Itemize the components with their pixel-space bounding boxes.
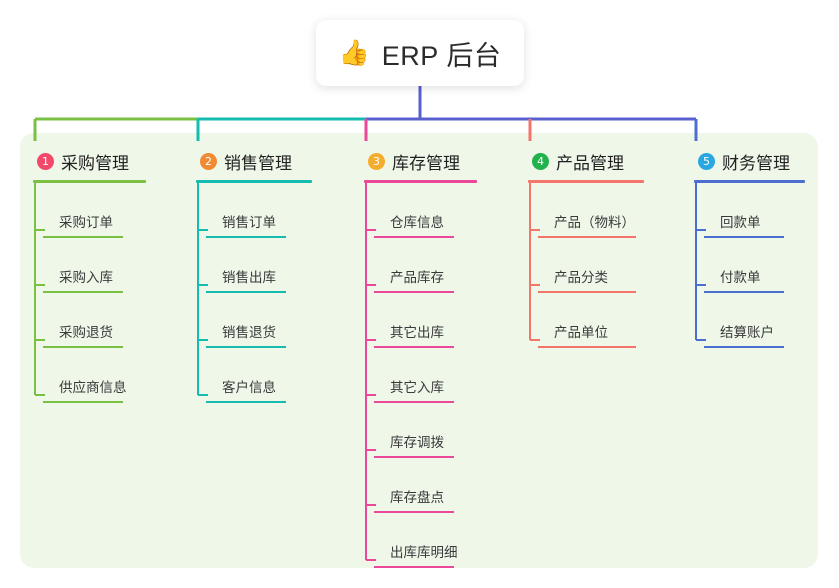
branch-items-3: 仓库信息产品库存其它出库其它入库库存调拨库存盘点出库库明细 xyxy=(364,183,477,568)
branch-item[interactable]: 付款单 xyxy=(694,238,805,293)
branch-item-label: 付款单 xyxy=(720,270,761,285)
branch-item[interactable]: 出库库明细 xyxy=(364,513,477,568)
branch-item[interactable]: 客户信息 xyxy=(196,348,312,403)
branch-item[interactable]: 其它出库 xyxy=(364,293,477,348)
branch-item-underline xyxy=(374,236,454,238)
branch-item-underline xyxy=(704,291,784,293)
branch-title-1: 采购管理 xyxy=(61,153,129,173)
branch-item[interactable]: 库存盘点 xyxy=(364,458,477,513)
branch-underline-5 xyxy=(694,180,805,183)
branch-item-underline xyxy=(374,566,454,568)
branch-item-underline xyxy=(704,236,784,238)
branch-column-2: 2 销售管理销售订单销售出库销售退货客户信息 xyxy=(196,148,312,403)
branch-items-1: 采购订单采购入库采购退货供应商信息 xyxy=(33,183,146,403)
branch-item-label: 回款单 xyxy=(720,215,761,230)
branch-item[interactable]: 其它入库 xyxy=(364,348,477,403)
branch-item-underline xyxy=(206,291,286,293)
root-node-title: ERP 后台 xyxy=(381,40,502,71)
branch-item-label: 销售出库 xyxy=(222,270,276,285)
diagram-panel xyxy=(20,133,818,568)
branch-underline-3 xyxy=(364,180,477,183)
branch-items-4: 产品（物料） 产品分类产品单位 xyxy=(528,183,644,348)
branch-item-label: 仓库信息 xyxy=(390,215,444,230)
branch-item-underline xyxy=(374,511,454,513)
branch-item-underline xyxy=(43,291,123,293)
branch-item-label: 销售退货 xyxy=(222,325,276,340)
thumbs-up-icon: 👍 xyxy=(338,38,370,67)
branch-item-label: 采购入库 xyxy=(59,270,113,285)
branch-title-3: 库存管理 xyxy=(392,153,460,173)
branch-header-4[interactable]: 4 产品管理 xyxy=(528,148,644,174)
branch-item-underline xyxy=(43,346,123,348)
branch-number-badge-3: 3 xyxy=(368,152,385,170)
branch-item-underline xyxy=(538,291,636,293)
branch-item[interactable]: 产品分类 xyxy=(528,238,644,293)
branch-item[interactable]: 产品单位 xyxy=(528,293,644,348)
branch-column-3: 3 库存管理仓库信息产品库存其它出库其它入库库存调拨库存盘点出库库明细 xyxy=(364,148,477,568)
branch-underline-2 xyxy=(196,180,312,183)
branch-item-label: 供应商信息 xyxy=(59,380,127,395)
branch-column-4: 4 产品管理产品（物料） 产品分类产品单位 xyxy=(528,148,644,348)
branch-item[interactable]: 回款单 xyxy=(694,183,805,238)
branch-item-label: 客户信息 xyxy=(222,380,276,395)
branch-underline-4 xyxy=(528,180,644,183)
branch-header-3[interactable]: 3 库存管理 xyxy=(364,148,477,174)
branch-item[interactable]: 销售退货 xyxy=(196,293,312,348)
branch-item[interactable]: 产品库存 xyxy=(364,238,477,293)
branch-item[interactable]: 结算账户 xyxy=(694,293,805,348)
branch-column-1: 1 采购管理采购订单采购入库采购退货供应商信息 xyxy=(33,148,146,403)
branch-number-badge-2: 2 xyxy=(200,152,217,170)
branch-item-underline xyxy=(206,236,286,238)
branch-item-underline xyxy=(374,456,454,458)
branch-number-badge-1: 1 xyxy=(37,152,54,170)
branch-item-underline xyxy=(43,401,123,403)
branch-header-2[interactable]: 2 销售管理 xyxy=(196,148,312,174)
branch-underline-1 xyxy=(33,180,146,183)
branch-item-underline xyxy=(206,401,286,403)
branch-item-underline xyxy=(374,291,454,293)
branch-column-5: 5 财务管理回款单付款单结算账户 xyxy=(694,148,805,348)
branch-item-underline xyxy=(704,346,784,348)
branch-item-label: 库存调拨 xyxy=(390,435,444,450)
branch-item-label: 其它出库 xyxy=(390,325,444,340)
branch-item[interactable]: 仓库信息 xyxy=(364,183,477,238)
branch-item[interactable]: 采购退货 xyxy=(33,293,146,348)
branch-item-label: 结算账户 xyxy=(720,325,774,340)
branch-header-1[interactable]: 1 采购管理 xyxy=(33,148,146,174)
branch-title-5: 财务管理 xyxy=(722,153,790,173)
branch-title-4: 产品管理 xyxy=(556,153,624,173)
branch-item-label: 库存盘点 xyxy=(390,490,444,505)
branch-items-5: 回款单付款单结算账户 xyxy=(694,183,805,348)
branch-items-2: 销售订单销售出库销售退货客户信息 xyxy=(196,183,312,403)
branch-title-2: 销售管理 xyxy=(224,153,292,173)
branch-item[interactable]: 销售订单 xyxy=(196,183,312,238)
branch-item-label: 出库库明细 xyxy=(390,545,458,560)
branch-item-label: 其它入库 xyxy=(390,380,444,395)
branch-item-underline xyxy=(538,236,636,238)
branch-number-badge-4: 4 xyxy=(532,152,549,170)
branch-item-label: 产品库存 xyxy=(390,270,444,285)
branch-item-underline xyxy=(374,401,454,403)
branch-item[interactable]: 产品（物料） xyxy=(528,183,644,238)
branch-item[interactable]: 采购入库 xyxy=(33,238,146,293)
branch-item[interactable]: 供应商信息 xyxy=(33,348,146,403)
branch-item-underline xyxy=(538,346,636,348)
branch-item[interactable]: 销售出库 xyxy=(196,238,312,293)
branch-item-label: 销售订单 xyxy=(222,215,276,230)
branch-item-underline xyxy=(43,236,123,238)
branch-item-label: 产品单位 xyxy=(554,325,608,340)
branch-item-label: 采购订单 xyxy=(59,215,113,230)
branch-item[interactable]: 库存调拨 xyxy=(364,403,477,458)
branch-item-label: 产品分类 xyxy=(554,270,608,285)
branch-number-badge-5: 5 xyxy=(698,152,715,170)
branch-item-underline xyxy=(206,346,286,348)
branch-item-label: 采购退货 xyxy=(59,325,113,340)
branch-header-5[interactable]: 5 财务管理 xyxy=(694,148,805,174)
branch-item-label: 产品（物料） xyxy=(554,215,635,230)
branch-item[interactable]: 采购订单 xyxy=(33,183,146,238)
root-node-erp-backend[interactable]: 👍 ERP 后台 xyxy=(316,20,524,86)
branch-item-underline xyxy=(374,346,454,348)
